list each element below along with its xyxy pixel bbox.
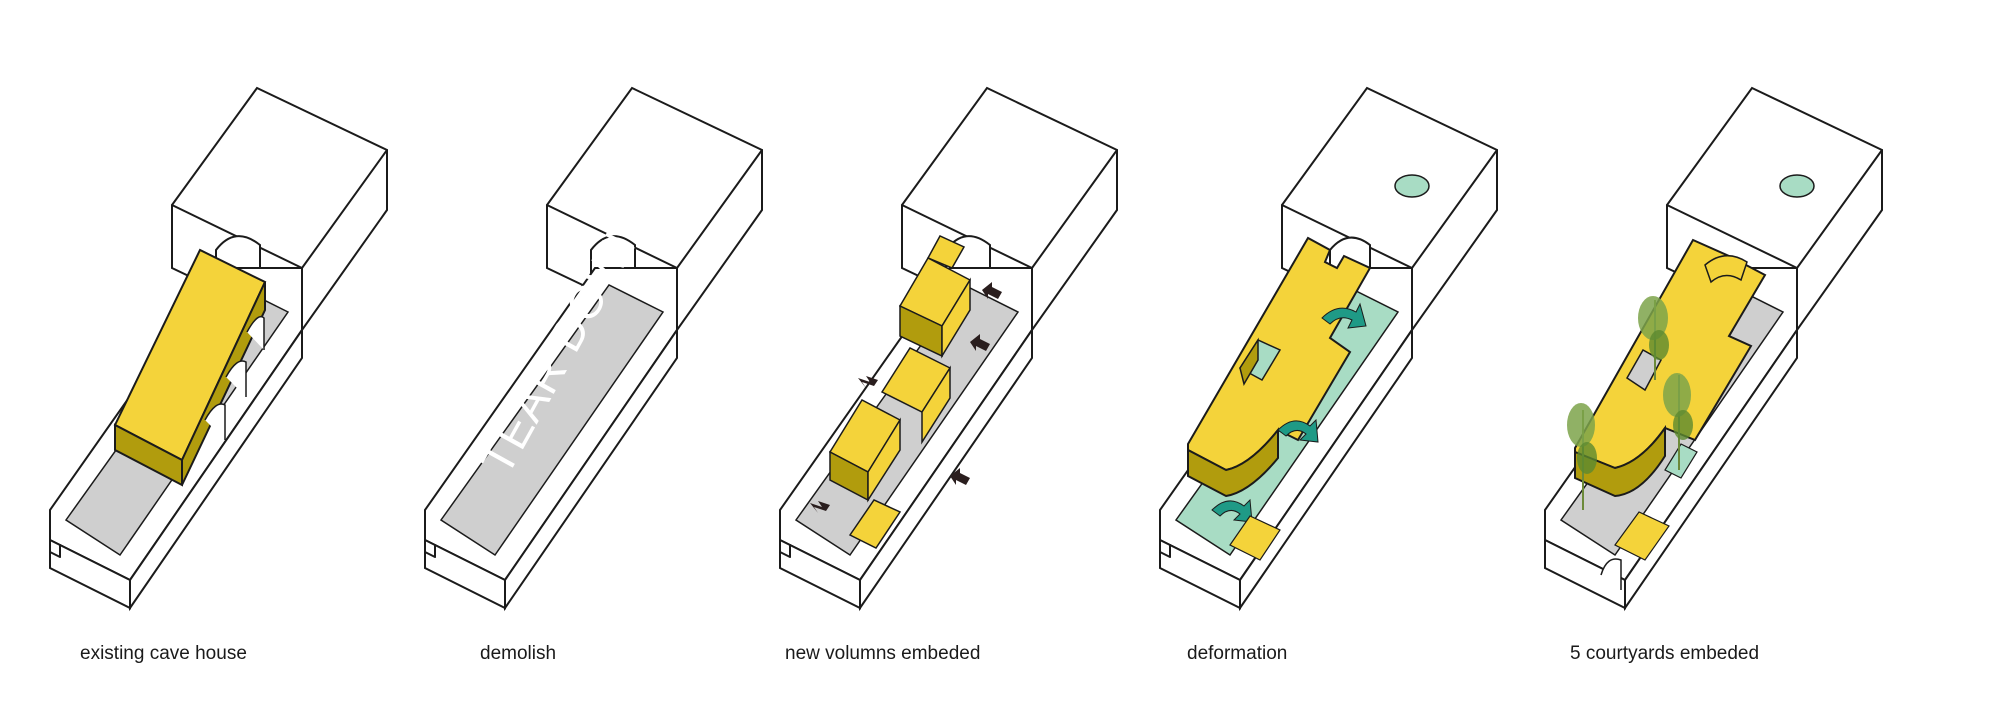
step-courtyards: 5 courtyards embeded <box>1515 0 1915 724</box>
step-existing-cave-house: existing cave house <box>20 0 420 724</box>
caption-existing: existing cave house <box>80 643 247 664</box>
caption-new-volumes: new volumns embeded <box>785 643 981 664</box>
step-5-drawing <box>1544 86 1883 612</box>
step-demolish: TEAR DOWN demolish <box>395 0 795 724</box>
caption-deformation: deformation <box>1187 643 1288 664</box>
volume-e <box>848 499 902 549</box>
caption-courtyards: 5 courtyards embeded <box>1570 643 1760 664</box>
step-deformation: deformation <box>1130 0 1530 724</box>
push-arrow-icon <box>810 282 1002 513</box>
caption-demolish: demolish <box>480 643 557 664</box>
floor <box>439 284 665 557</box>
skylight-icon <box>1394 174 1430 198</box>
step-1-drawing <box>49 86 388 612</box>
curved-arrow-icon <box>1211 302 1367 523</box>
volume-a <box>926 235 966 269</box>
bamboo-icon <box>1567 296 1693 510</box>
step-2-drawing: TEAR DOWN <box>424 86 763 612</box>
step-3-drawing <box>779 86 1118 612</box>
cave-volume-side <box>181 281 266 486</box>
step-new-volumes: new volumns embeded <box>750 0 1150 724</box>
step-4-drawing <box>1159 86 1498 612</box>
skylight-icon <box>1779 174 1815 198</box>
